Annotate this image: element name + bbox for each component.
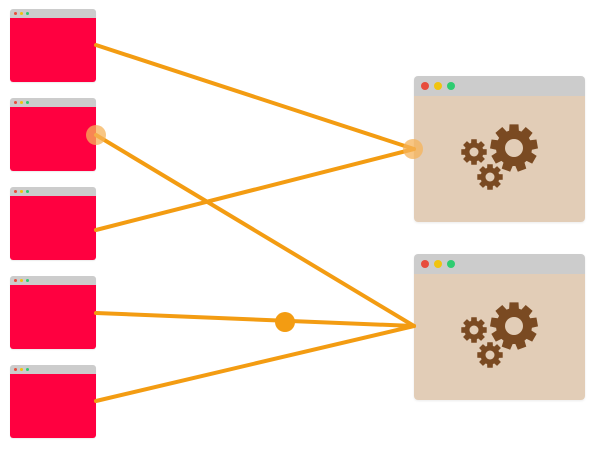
- gear-hole: [485, 172, 495, 182]
- connection-line: [94, 43, 416, 151]
- gears-icon: [461, 124, 538, 190]
- minimize-dot-icon: [434, 82, 442, 90]
- maximize-dot-icon: [26, 368, 29, 371]
- server-window-2: [414, 254, 585, 400]
- client-titlebar: [10, 98, 96, 107]
- connection-line: [94, 147, 416, 232]
- maximize-dot-icon: [447, 260, 455, 268]
- close-dot-icon: [14, 101, 17, 104]
- maximize-dot-icon: [447, 82, 455, 90]
- close-dot-icon: [421, 82, 429, 90]
- minimize-dot-icon: [20, 368, 23, 371]
- close-dot-icon: [14, 368, 17, 371]
- connection-line: [94, 311, 416, 328]
- close-dot-icon: [14, 279, 17, 282]
- client-window-3: [10, 187, 96, 260]
- client-body: [10, 374, 96, 438]
- client-body: [10, 285, 96, 349]
- connection-line: [94, 133, 416, 328]
- connection-line: [94, 324, 416, 403]
- client-titlebar: [10, 276, 96, 285]
- server-body: [414, 274, 585, 400]
- maximize-dot-icon: [26, 279, 29, 282]
- packet-marker: [275, 312, 295, 332]
- maximize-dot-icon: [26, 12, 29, 15]
- gears-icon: [461, 302, 538, 368]
- server-titlebar: [414, 254, 585, 274]
- minimize-dot-icon: [20, 279, 23, 282]
- client-titlebar: [10, 9, 96, 18]
- client-body: [10, 107, 96, 171]
- close-dot-icon: [421, 260, 429, 268]
- server-window-1: [414, 76, 585, 222]
- maximize-dot-icon: [26, 190, 29, 193]
- client-window-2: [10, 98, 96, 171]
- client-window-1: [10, 9, 96, 82]
- gear-hole: [469, 147, 479, 157]
- gear-hole: [485, 350, 495, 360]
- maximize-dot-icon: [26, 101, 29, 104]
- client-body: [10, 196, 96, 260]
- client-window-4: [10, 276, 96, 349]
- client-window-5: [10, 365, 96, 438]
- server-body: [414, 96, 585, 222]
- minimize-dot-icon: [20, 101, 23, 104]
- gear-hole: [505, 317, 523, 335]
- client-body: [10, 18, 96, 82]
- gear-hole: [469, 325, 479, 335]
- close-dot-icon: [14, 190, 17, 193]
- minimize-dot-icon: [434, 260, 442, 268]
- server-titlebar: [414, 76, 585, 96]
- minimize-dot-icon: [20, 12, 23, 15]
- minimize-dot-icon: [20, 190, 23, 193]
- gear-hole: [505, 139, 523, 157]
- client-titlebar: [10, 187, 96, 196]
- client-titlebar: [10, 365, 96, 374]
- close-dot-icon: [14, 12, 17, 15]
